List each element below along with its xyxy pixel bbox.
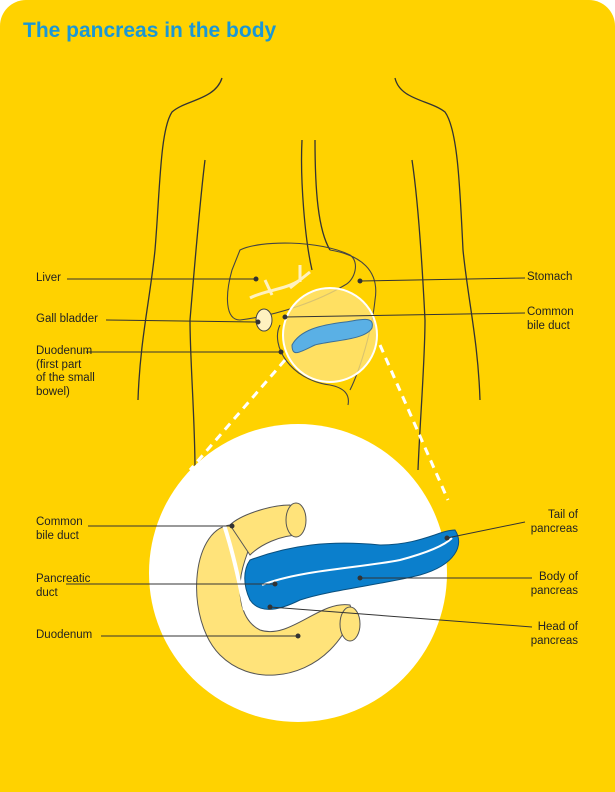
label-line: duct bbox=[36, 586, 58, 599]
label-duodenum-bottom: Duodenum bbox=[36, 629, 93, 641]
label-duodenum-top: Duodenum (first part of the small bowel) bbox=[36, 345, 95, 399]
label-line: Tail of bbox=[547, 509, 578, 521]
label-line: bile duct bbox=[527, 319, 570, 332]
label-line: pancreas bbox=[530, 584, 578, 597]
label-gall-bladder: Gall bladder bbox=[36, 313, 99, 325]
pancreas-large bbox=[244, 529, 460, 610]
pancreas-small bbox=[291, 318, 373, 354]
label-head: Head of pancreas bbox=[531, 621, 578, 648]
label-line: pancreas bbox=[530, 634, 578, 647]
common-bile-duct bbox=[208, 489, 247, 611]
label-common-bile-duct-top: Common bile duct bbox=[527, 306, 574, 333]
bile-ducts bbox=[249, 265, 311, 300]
label-line: Pancreatic bbox=[36, 573, 91, 585]
label-stomach: Stomach bbox=[527, 271, 573, 283]
label-line: bowel) bbox=[36, 385, 70, 398]
label-line: of the small bbox=[36, 372, 95, 384]
label-pancreatic-duct: Pancreatic duct bbox=[36, 573, 90, 600]
label-line: Body of bbox=[539, 571, 578, 583]
page-title: The pancreas in the body bbox=[23, 19, 277, 42]
label-line: Common bbox=[527, 306, 574, 318]
label-liver: Liver bbox=[36, 272, 61, 284]
label-line: (first part bbox=[36, 358, 82, 371]
body-outline bbox=[137, 77, 481, 471]
label-line: pancreas bbox=[530, 522, 578, 535]
label-body: Body of pancreas bbox=[531, 571, 578, 598]
label-line: Common bbox=[36, 516, 83, 528]
pancreatic-duct bbox=[261, 537, 453, 586]
label-tail: Tail of pancreas bbox=[531, 509, 578, 536]
gall-bladder bbox=[255, 308, 273, 332]
label-line: Head of bbox=[537, 621, 578, 633]
leader-lines bbox=[66, 276, 533, 639]
zoom-lines bbox=[188, 344, 450, 501]
label-line: Duodenum bbox=[36, 345, 93, 357]
label-common-bile-duct-bottom: Common bile duct bbox=[36, 516, 83, 543]
label-line: bile duct bbox=[36, 529, 79, 542]
